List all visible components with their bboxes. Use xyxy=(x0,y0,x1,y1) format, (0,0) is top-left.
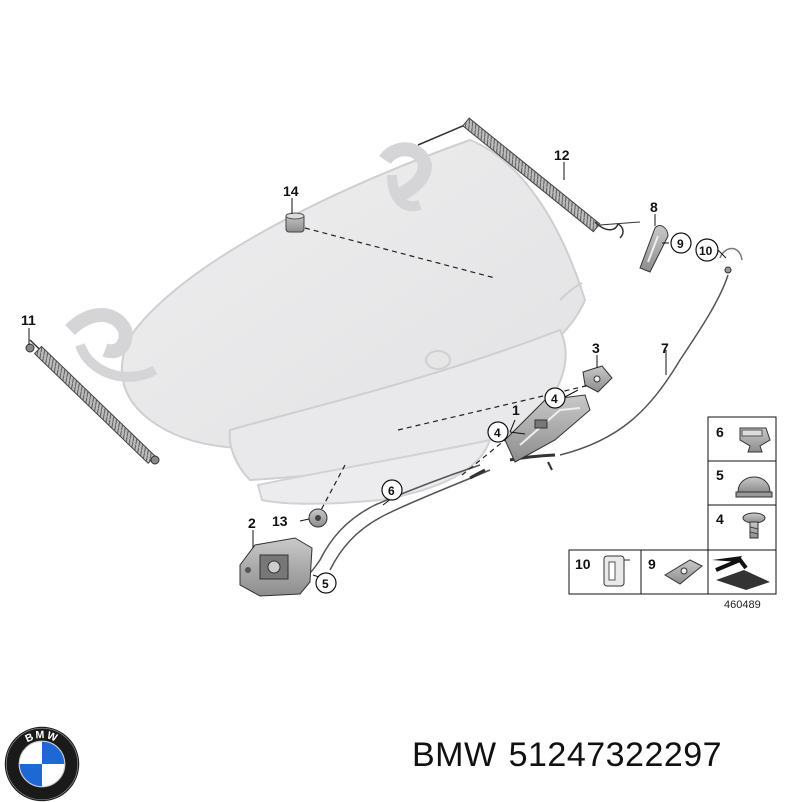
legend-number-9: 9 xyxy=(648,556,656,572)
label-part-3: 3 xyxy=(592,340,600,356)
cable-clip-part xyxy=(719,247,743,274)
hinge-right xyxy=(379,142,433,212)
label-part-11: 11 xyxy=(21,312,36,328)
release-cable xyxy=(509,274,729,462)
part-labels: 1 2 3 7 8 11 12 13 14 xyxy=(21,147,669,531)
bracket-part xyxy=(639,225,669,273)
logo-text: BMW xyxy=(23,729,58,745)
screw-icon xyxy=(742,512,766,539)
trunk-lid xyxy=(120,138,587,505)
retainer-icon xyxy=(664,559,703,585)
parts-legend: 6 5 4 10 9 xyxy=(568,416,777,611)
clip-icon xyxy=(739,427,771,453)
diagram-reference-number: 460489 xyxy=(724,599,761,611)
svg-text:BMW: BMW xyxy=(23,729,60,745)
legend-number-4: 4 xyxy=(716,511,724,527)
bmw-logo: BMW xyxy=(4,726,80,802)
legend-number-5: 5 xyxy=(716,467,724,483)
lock-part xyxy=(239,537,313,597)
circled-label-9: 9 xyxy=(677,237,684,251)
latch-bracket-part xyxy=(582,365,613,393)
circled-label-4b: 4 xyxy=(494,426,501,440)
gas-spring-right xyxy=(417,117,641,239)
label-part-14: 14 xyxy=(283,183,299,199)
circled-label-4a: 4 xyxy=(551,392,558,406)
label-part-2: 2 xyxy=(248,515,256,531)
circled-label-5: 5 xyxy=(322,577,329,591)
direction-arrow-icon xyxy=(712,556,770,590)
grommet-part xyxy=(285,212,305,233)
legend-number-10: 10 xyxy=(575,556,591,572)
hinge-left xyxy=(65,308,158,382)
circled-label-10: 10 xyxy=(699,244,713,258)
circled-labels: 4 4 4 5 6 9 10 xyxy=(315,232,719,594)
circled-label-6: 6 xyxy=(388,484,395,498)
bracket-clip-icon xyxy=(603,555,630,587)
part-caption: BMW 51247322297 xyxy=(412,736,722,775)
label-part-1: 1 xyxy=(512,402,520,418)
caption-part-number: 51247322297 xyxy=(508,736,723,774)
label-part-12: 12 xyxy=(554,147,570,163)
dome-nut-icon xyxy=(735,476,773,498)
gas-spring-left xyxy=(25,339,160,465)
label-part-13: 13 xyxy=(272,513,288,529)
label-part-7: 7 xyxy=(661,340,669,356)
caption-brand: BMW xyxy=(412,736,497,774)
grommet-lower-part xyxy=(308,508,328,528)
legend-number-6: 6 xyxy=(716,424,724,440)
label-part-8: 8 xyxy=(650,199,658,215)
